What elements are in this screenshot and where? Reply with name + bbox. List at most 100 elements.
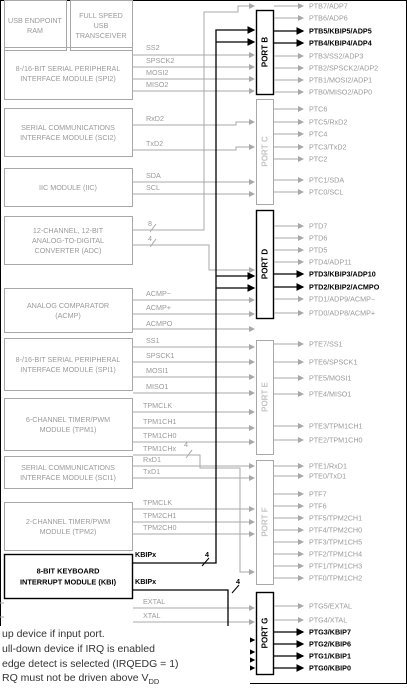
pin-4: PTB3/SS2/ADP3: [274, 52, 363, 61]
port-label: PORT E: [261, 381, 270, 411]
pin-label: PTE6/SPSCK1: [309, 358, 357, 367]
signal-label: RxD1: [143, 455, 161, 464]
module-label: INTERFACE MODULE (SPI2): [20, 74, 115, 83]
signal-label: RxD2: [146, 114, 164, 123]
signal-label: KBIPx: [135, 550, 156, 559]
pin-11: PTC3/TxD2: [274, 143, 347, 152]
signal-label: MISO1: [146, 382, 168, 391]
pin-label: PTC1/SDA: [309, 176, 344, 185]
pin-label: PTE0/TxD1: [309, 472, 346, 481]
signal-label: MOSI1: [146, 366, 168, 375]
pin-label: PTB2/SPSCK2/ADP2: [309, 64, 378, 73]
pin-label: PTG1/KBIP1: [309, 652, 351, 661]
pin-5: PTB2/SPSCK2/ADP2: [274, 64, 378, 73]
pin-list: PTB7/ADP7PTB6/ADP6PTB5/KBIP5/ADP5PTB4/KB…: [274, 2, 380, 673]
pin-7: PTB0/MISO2/ADP0: [274, 88, 372, 97]
signal-label: TPM1CH0: [143, 431, 177, 440]
pin-10: PTC4: [274, 130, 327, 139]
pin-8: PTC6: [274, 105, 327, 114]
module-label: TRANSCEIVER: [75, 31, 126, 40]
pin-18: PTD4/ADP11: [274, 258, 352, 267]
footnote-line: ull-down device if IRQ is enabled: [2, 643, 155, 655]
pin-29: PTE1/RxD1: [274, 462, 347, 471]
pin-label: PTD5: [309, 246, 327, 255]
pin-38: PTF0/TPM1CH2: [274, 574, 362, 583]
pin-0: PTB7/ADP7: [274, 2, 348, 11]
pin-label: PTC0/SCL: [309, 188, 343, 197]
wire: [133, 144, 255, 151]
signal-label: 4: [236, 577, 240, 586]
pin-label: PTF1/TPM1CH3: [309, 562, 362, 571]
pin-label: PTC3/TxD2: [309, 143, 347, 152]
port-2: PORT C: [256, 99, 274, 205]
pin-36: PTF2/TPM1CH4: [274, 550, 362, 559]
pin-42: PTG2/KBIP6: [274, 640, 351, 649]
pin-22: PTD0/ADP8/ACMP+: [274, 309, 375, 318]
module-iic: IIC MODULE (IIC): [4, 168, 133, 207]
pin-label: PTD3/KBIP3/ADP10: [309, 270, 376, 279]
pin-label: PTB1/MOSI2/ADP1: [309, 76, 372, 85]
port-label: PORT G: [261, 618, 270, 649]
module-label: RAM: [27, 26, 43, 35]
signal-label: ACMP+: [146, 303, 171, 312]
port-3: PORT D: [255, 209, 275, 320]
signal-label: XTAL: [143, 611, 160, 620]
module-label: (ACMP): [55, 311, 81, 320]
pin-37: PTF1/TPM1CH3: [274, 562, 362, 571]
pin-label: PTG5/EXTAL: [309, 602, 352, 611]
signal-label: TPM2CH1: [143, 511, 177, 520]
pin-label: PTF3/TPM1CH5: [309, 538, 362, 547]
pin-label: PTC6: [309, 105, 327, 114]
pin-6: PTB1/MOSI2/ADP1: [274, 76, 372, 85]
pin-label: PTC5/RxD2: [309, 118, 347, 127]
footnote-line: up device if input port.: [2, 628, 105, 640]
module-label: INTERFACE MODULE (SCI1): [20, 473, 116, 482]
pin-30: PTE0/TxD1: [274, 472, 346, 481]
wire: [133, 244, 255, 273]
pin-23: PTE7/SS1: [274, 340, 343, 349]
pin-label: PTC4: [309, 130, 327, 139]
signal-label: TPM2CH0: [143, 523, 177, 532]
pin-label: PTE4/MISO1: [309, 390, 351, 399]
footnote-line: edge detect is selected (IRQEDG = 1): [2, 658, 179, 670]
signal-label: SS1: [146, 336, 160, 345]
pin-14: PTC0/SCL: [274, 188, 343, 197]
footnote-subscript: DD: [149, 677, 160, 684]
pin-label: PTB3/SS2/ADP3: [309, 52, 363, 61]
module-label: USB: [94, 21, 109, 30]
wire: [149, 223, 157, 233]
module-label: SERIAL COMMUNICATIONS: [21, 123, 115, 132]
port-6: PORT G: [255, 591, 275, 676]
signal-label: TxD1: [143, 467, 160, 476]
pin-label: PTB0/MISO2/ADP0: [309, 88, 372, 97]
wire: [185, 449, 193, 459]
port-1: PORT B: [255, 9, 275, 96]
signal-label: KBIPx: [135, 577, 156, 586]
pin-label: PTE5/MOSI1: [309, 374, 351, 383]
pin-3: PTB4/KBIP4/ADP4: [274, 39, 372, 48]
pin-17: PTD5: [274, 246, 327, 255]
pin-label: PTD7: [309, 222, 327, 231]
pin-label: PTF0/TPM1CH2: [309, 574, 362, 583]
pin-label: PTF6: [309, 502, 327, 511]
pin-label: PTD1/ADP9/ACMP−: [309, 295, 375, 304]
pin-12: PTC2: [274, 155, 327, 164]
wiring: [0, 3, 256, 672]
pin-label: PTF5/TPM2CH1: [309, 514, 362, 523]
pin-41: PTG3/KBIP7: [274, 628, 351, 637]
signal-label: 4: [148, 234, 152, 243]
signal-labels: SS2SPSCK2MOSI2MISO2RxD2TxD2SDASCL84ACMP−…: [135, 43, 240, 620]
pin-label: PTE1/RxD1: [309, 462, 347, 471]
signal-label: MISO2: [146, 80, 168, 89]
footnotes: up device if input port. ull-down device …: [0, 626, 250, 686]
